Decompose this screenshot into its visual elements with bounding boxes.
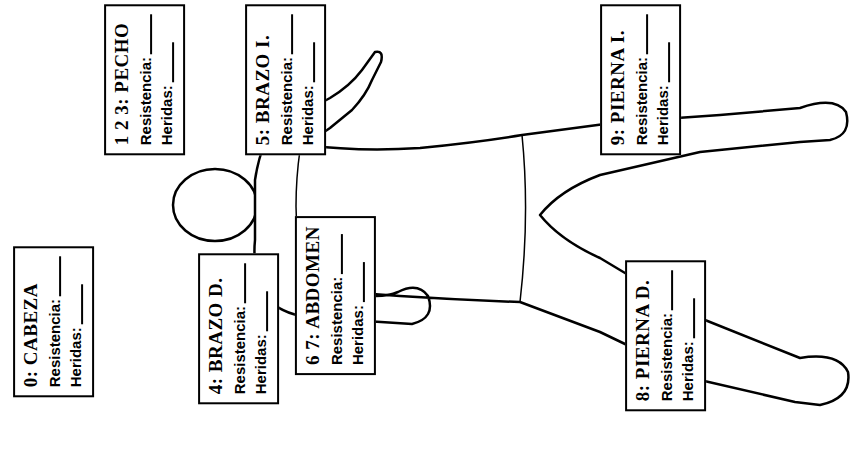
write-in-blank — [692, 298, 695, 338]
hit-location-box: 8: PIERNA D.Resistencia:Heridas: — [625, 259, 706, 410]
write-in-blank — [312, 42, 315, 82]
field-name: Heridas: — [652, 85, 674, 145]
field-name: Resistencia: — [228, 305, 250, 393]
hit-location-box: 9: PIERNA I.Resistencia:Heridas: — [600, 4, 681, 155]
location-name: 1 2 3: PECHO — [111, 23, 132, 146]
stat-label: Resistencia: — [655, 269, 677, 400]
location-name: 4: BRAZO D. — [205, 277, 226, 394]
location-name: 9: PIERNA I. — [607, 30, 628, 145]
write-in-blank — [80, 284, 83, 324]
write-in-blank — [290, 14, 293, 54]
hit-location-box: 4: BRAZO D.Resistencia:Heridas: — [198, 252, 279, 403]
stat-label: Heridas: — [652, 14, 674, 145]
stat-label: Heridas: — [677, 269, 699, 400]
location-heading: 5: BRAZO I. — [251, 14, 276, 145]
hit-location-box: 0: CABEZAResistencia:Heridas: — [13, 245, 94, 396]
stat-label: Resistencia: — [43, 255, 65, 386]
stat-label: Resistencia: — [275, 14, 297, 145]
write-in-blank — [171, 42, 174, 82]
hit-location-box: 6 7: ABDOMENResistencia:Heridas: — [294, 216, 375, 375]
stat-label: Heridas: — [65, 255, 87, 386]
field-name: Resistencia: — [43, 298, 65, 386]
field-name: Resistencia: — [134, 57, 156, 145]
stat-label: Resistencia: — [325, 226, 347, 365]
write-in-blank — [670, 269, 673, 309]
hit-location-box: 5: BRAZO I.Resistencia:Heridas: — [245, 4, 326, 155]
stat-label: Heridas: — [250, 262, 272, 393]
location-heading: 0: CABEZA — [19, 255, 44, 386]
location-heading: 9: PIERNA I. — [606, 14, 631, 145]
head-outline — [173, 169, 257, 241]
location-name: 5: BRAZO I. — [252, 35, 273, 146]
write-in-blank — [243, 262, 246, 302]
write-in-blank — [362, 262, 365, 302]
field-name: Heridas: — [347, 305, 369, 365]
stat-label: Heridas: — [347, 226, 369, 365]
field-name: Heridas: — [156, 85, 178, 145]
write-in-blank — [58, 255, 61, 295]
location-heading: 4: BRAZO D. — [204, 262, 229, 393]
stat-label: Heridas: — [156, 14, 178, 145]
write-in-blank — [667, 42, 670, 82]
field-name: Resistencia: — [655, 312, 677, 400]
field-name: Resistencia: — [630, 57, 652, 145]
hip-line — [520, 135, 526, 302]
field-name: Heridas: — [297, 85, 319, 145]
location-name: 8: PIERNA D. — [632, 279, 653, 401]
field-name: Heridas: — [677, 341, 699, 401]
location-heading: 6 7: ABDOMEN — [300, 226, 325, 365]
stat-label: Heridas: — [297, 14, 319, 145]
field-name: Heridas: — [250, 334, 272, 394]
hit-location-box: 1 2 3: PECHOResistencia:Heridas: — [104, 4, 185, 155]
write-in-blank — [645, 14, 648, 54]
field-name: Resistencia: — [275, 57, 297, 145]
field-name: Heridas: — [65, 327, 87, 387]
write-in-blank — [149, 14, 152, 54]
location-heading: 1 2 3: PECHO — [110, 14, 135, 145]
stat-label: Resistencia: — [228, 262, 250, 393]
location-name: 0: CABEZA — [20, 283, 41, 387]
field-name: Resistencia: — [325, 276, 347, 364]
body-outline — [254, 52, 848, 405]
location-heading: 8: PIERNA D. — [631, 269, 656, 400]
write-in-blank — [265, 291, 268, 331]
location-name: 6 7: ABDOMEN — [301, 226, 322, 365]
stat-label: Resistencia: — [134, 14, 156, 145]
stat-label: Resistencia: — [630, 14, 652, 145]
write-in-blank — [340, 233, 343, 273]
